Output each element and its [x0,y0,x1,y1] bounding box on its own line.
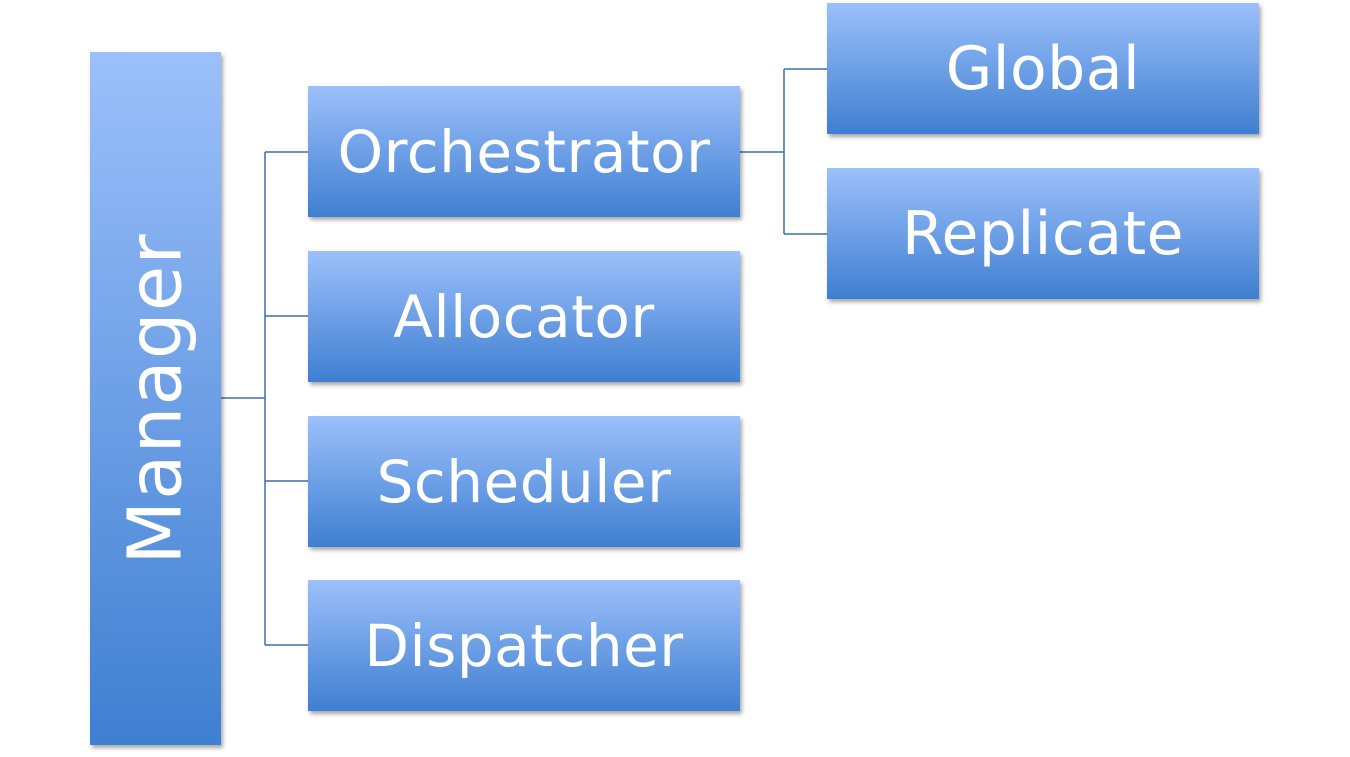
node-global: Global [827,3,1259,134]
node-orchestrator: Orchestrator [308,86,740,217]
node-replicate: Replicate [827,168,1259,299]
node-manager: Manager [90,52,221,745]
node-global-label: Global [945,33,1141,104]
node-allocator: Allocator [308,251,740,382]
node-allocator-label: Allocator [393,282,655,351]
node-replicate-label: Replicate [901,198,1185,269]
node-scheduler-label: Scheduler [376,447,672,516]
node-dispatcher: Dispatcher [308,580,740,711]
node-orchestrator-label: Orchestrator [337,117,711,186]
node-dispatcher-label: Dispatcher [364,611,684,680]
node-scheduler: Scheduler [308,416,740,547]
node-manager-label: Manager [112,232,199,565]
